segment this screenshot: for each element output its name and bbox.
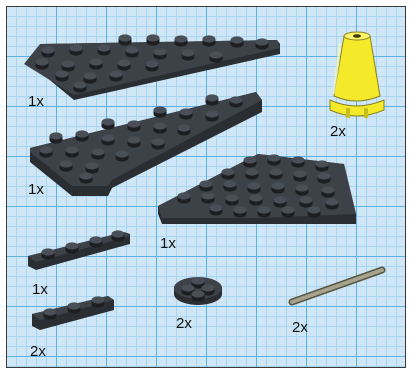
cone-yellow-icon [330,32,384,118]
round-plate-2x2-quantity: 2x [176,316,192,331]
bar-rod-quantity: 2x [292,320,308,335]
plate-1x4-icon [28,230,130,270]
wedge-plate-top-icon [24,34,280,100]
wing-plate-large-icon [158,154,356,224]
plate-1x4-quantity: 1x [32,282,48,297]
round-plate-2x2-icon [174,277,222,305]
wedge-plate-top-quantity: 1x [28,94,44,109]
wedge-plate-middle-quantity: 1x [28,182,44,197]
plate-1x3-quantity: 2x [30,344,46,359]
plate-1x3-icon [32,296,114,330]
bar-rod-icon [292,270,382,302]
wing-plate-large-quantity: 1x [160,236,176,251]
cone-yellow-quantity: 2x [330,124,346,139]
